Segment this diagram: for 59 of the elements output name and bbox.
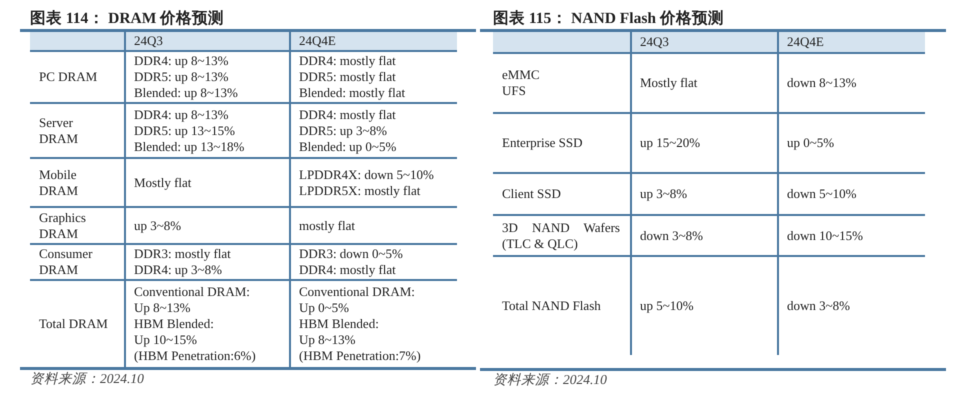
cell-text: DDR5: up 3~8% (299, 122, 388, 138)
table-title: 图表 114： DRAM 价格预测 (30, 9, 224, 29)
cell-text: DDR5: up 8~13% (134, 69, 230, 85)
cell-text: DDR4: up 3~8% (134, 262, 223, 278)
cell-text: Up 0~5% (299, 300, 350, 316)
table-title: 图表 115： NAND Flash 价格预测 (493, 9, 724, 29)
cell-text: DDR4: up 8~13% (134, 53, 230, 69)
cell-text: mostly flat (299, 218, 356, 234)
cell-text: Conventional DRAM: (299, 284, 416, 300)
cell-text: DDR4: mostly flat (299, 262, 397, 278)
cell-text: DDR4: up 8~13% (134, 106, 230, 122)
cell-text: Blended: mostly flat (299, 85, 406, 101)
cell-text: PC DRAM (39, 69, 98, 85)
cell-text: Up 10~15% (134, 332, 198, 348)
cell-text: Mostly flat (640, 75, 698, 91)
cell-text: DDR5: mostly flat (299, 69, 397, 85)
cell-text: Up 8~13% (134, 300, 192, 316)
cell-text: DDR5: up 13~15% (134, 122, 236, 138)
source-note: 资料来源：2024.10 (30, 370, 144, 388)
cell-text: LPDDR5X: mostly flat (299, 182, 422, 198)
cell-text: DDR4: mostly flat (299, 106, 397, 122)
cell-text: down 10~15% (787, 228, 864, 244)
cell-text: down 8~13% (787, 75, 858, 91)
cell-text: HBM Blended: (134, 316, 215, 332)
header-cell: 24Q4E (778, 31, 925, 53)
cell-text: 3D NAND Wafers (TLC & QLC) (502, 220, 620, 252)
cell-text: Enterprise SSD (502, 135, 584, 151)
cell-text: Mostly flat (134, 174, 192, 190)
cell-text: Mobile DRAM (39, 166, 80, 198)
cell-text: up 0~5% (787, 135, 836, 151)
cell-text: up 3~8% (640, 186, 688, 202)
header-cell: 24Q3 (631, 31, 778, 53)
cell-text: (HBM Penetration:6%) (134, 348, 257, 364)
cell-text: Up 8~13% (299, 332, 357, 348)
cell-text: up 5~10% (640, 298, 695, 314)
cell-text: (HBM Penetration:7%) (299, 348, 422, 364)
cell-text: Consumer DRAM (39, 246, 94, 278)
cell-text: LPDDR4X: down 5~10% (299, 166, 435, 182)
cell-text: DDR3: down 0~5% (299, 246, 404, 262)
cell-text: DDR4: mostly flat (299, 53, 397, 69)
cell-text: Client SSD (502, 186, 562, 202)
cell-text: Conventional DRAM: (134, 284, 251, 300)
cell-text: Server DRAM (39, 114, 80, 146)
cell-text: UFS (502, 83, 527, 99)
source-note: 资料来源：2024.10 (493, 371, 607, 389)
cell-text: Total DRAM (39, 316, 109, 332)
cell-text: up 3~8% (134, 218, 182, 234)
cell-text: Blended: up 13~18% (134, 138, 246, 154)
cell-text: down 5~10% (787, 186, 858, 202)
cell-text: Graphics DRAM (39, 210, 87, 242)
cell-text: down 3~8% (787, 298, 852, 314)
cell-text: up 15~20% (640, 135, 702, 151)
cell-text: eMMC (502, 67, 541, 83)
cell-text: Blended: up 8~13% (134, 85, 239, 101)
cell-text: HBM Blended: (299, 316, 380, 332)
cell-text: down 3~8% (640, 228, 704, 244)
cell-text: Blended: up 0~5% (299, 138, 398, 154)
cell-text: Total NAND Flash (502, 298, 602, 314)
cell-text: DDR3: mostly flat (134, 246, 232, 262)
